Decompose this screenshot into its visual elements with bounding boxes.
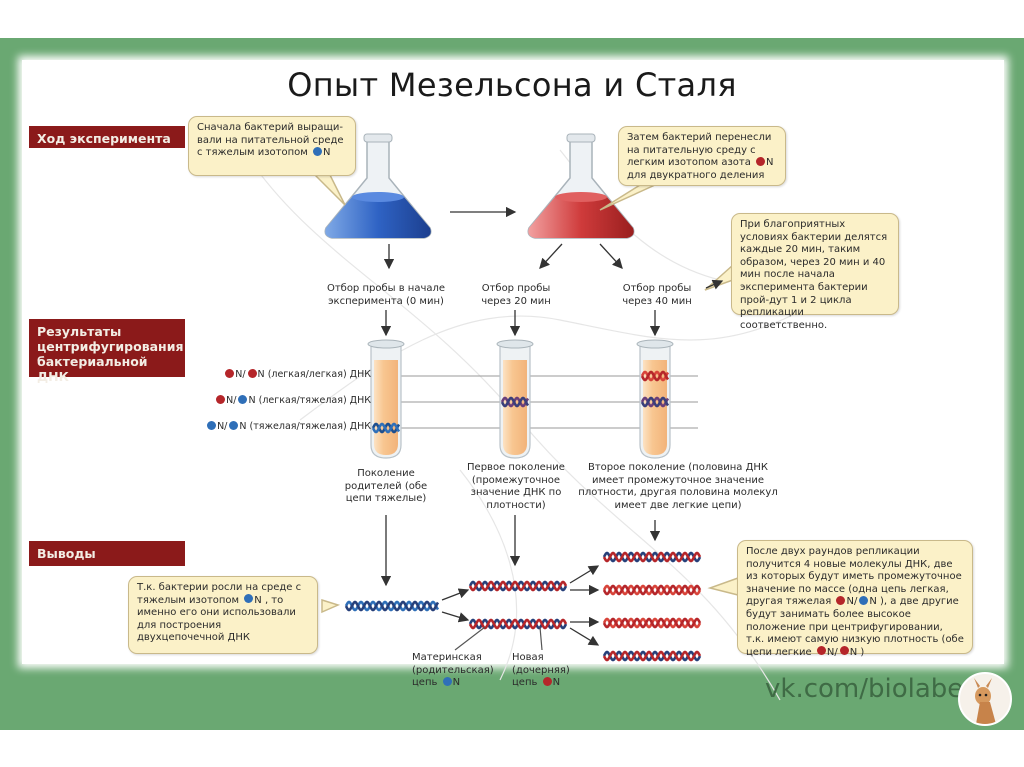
isotope-15-icon <box>244 594 254 604</box>
note-heavy-medium: Сначала бактерий выращи-вали на питатель… <box>188 116 356 176</box>
isotope-14-icon <box>216 395 226 404</box>
isotope-14-icon <box>839 646 849 656</box>
band-label-light-light: N/N (легкая/легкая) ДНК <box>223 369 371 380</box>
test-tube-1 <box>496 339 534 459</box>
band-label-light-heavy: N/N (легкая/тяжелая) ДНК <box>214 395 371 406</box>
note-heavy-dna: Т.к. бактерии росли на среде с тяжелым и… <box>128 576 318 654</box>
section-results: Результаты центрифугирования бактериальн… <box>29 319 185 384</box>
isotope-14-icon <box>756 156 766 166</box>
isotope-14-icon <box>542 676 552 686</box>
sample-label-40: Отбор пробы через 40 мин <box>622 283 692 307</box>
page-title: Опыт Мезельсона и Сталя <box>287 66 737 104</box>
flask-heavy-medium <box>324 133 432 239</box>
strand-pointers <box>454 626 543 651</box>
dna-band-hybrid <box>640 396 670 408</box>
sample-label-20: Отбор пробы через 20 мин <box>481 283 551 307</box>
generation-first: Первое поколение (промежуточное значение… <box>467 462 565 511</box>
dna-gen2-helix-3 <box>602 617 702 629</box>
isotope-15-icon <box>859 595 869 605</box>
note-conclusion: После двух раундов репликации получится … <box>737 540 973 658</box>
generation-parent: Поколение родителей (обе цепи тяжелые) <box>344 468 428 505</box>
isotope-15-icon <box>312 146 322 156</box>
test-tube-2 <box>636 339 674 459</box>
section-experiment: Ход эксперимента <box>29 126 185 148</box>
strand-label-parent: Материнская (родительская) цепь N <box>412 652 494 689</box>
band-label-heavy-heavy: N/N (тяжелая/тяжелая) ДНК <box>205 421 371 432</box>
dna-band-hybrid <box>500 396 530 408</box>
isotope-15-icon <box>238 395 248 404</box>
dna-parent-helix <box>344 600 440 612</box>
isotope-15-icon <box>442 676 452 686</box>
dna-gen1-helix-bottom <box>468 618 568 630</box>
generation-second: Второе поколение (половина ДНК имеет про… <box>578 462 778 511</box>
note-light-medium: Затем бактерий перенесли на питательную … <box>618 126 786 186</box>
isotope-14-icon <box>816 646 826 656</box>
dna-band-heavy <box>371 422 401 434</box>
test-tube-0 <box>367 339 405 459</box>
section-conclusions: Выводы <box>29 541 185 566</box>
isotope-14-icon <box>247 369 257 378</box>
isotope-14-icon <box>836 595 846 605</box>
dna-band-light <box>640 370 670 382</box>
dna-gen1-helix-top <box>468 580 568 592</box>
deer-logo-icon <box>958 672 1012 726</box>
watermark-link[interactable]: vk.com/biolabege <box>765 674 996 704</box>
isotope-15-icon <box>229 421 239 430</box>
flow-arrows <box>380 206 724 646</box>
dna-gen2-helix-1 <box>602 551 702 563</box>
dna-gen2-helix-4 <box>602 650 702 662</box>
dna-gen2-helix-2 <box>602 584 702 596</box>
sample-label-0: Отбор пробы в начале эксперимента (0 мин… <box>326 283 446 307</box>
isotope-14-icon <box>225 369 235 378</box>
strand-label-new: Новая (дочерняя) цепь N <box>512 652 570 689</box>
note-division: При благоприятных условиях бактерии деля… <box>731 213 899 331</box>
isotope-15-icon <box>207 421 217 430</box>
